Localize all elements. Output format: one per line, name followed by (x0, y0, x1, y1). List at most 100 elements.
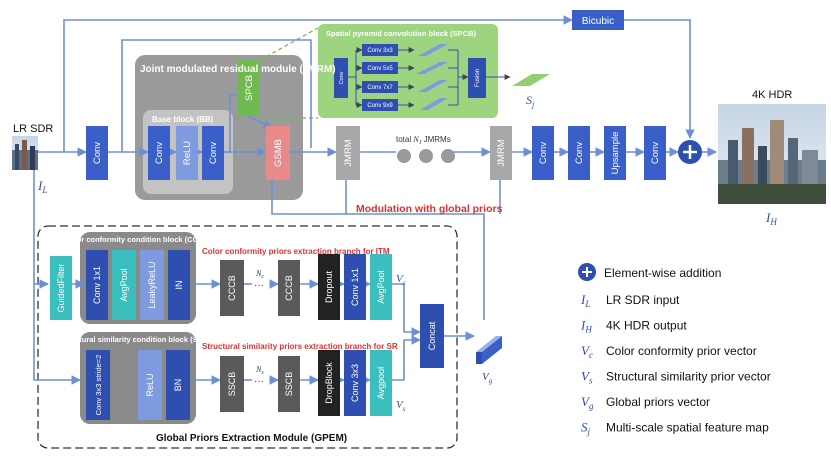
color-avgpool-label: AvgPool (376, 270, 386, 303)
sj-feature-map-icon (512, 74, 550, 86)
legend-symbol: Sj (581, 420, 591, 437)
nc-symbol: Nc (255, 269, 264, 280)
total-jmrms-label: total NJ JMRMs (396, 135, 451, 146)
struct-avgpool-block (370, 350, 392, 416)
legend-text: Color conformity prior vector (606, 344, 757, 358)
jmrm-title-text: Joint modulated residual module (JMRM) (140, 64, 336, 75)
legend-text: 4K HDR output (606, 319, 687, 333)
sscb-label: SSCB (284, 372, 294, 397)
spcb-title: Spatial pyramid convolution block (SPCB) (326, 29, 477, 38)
sj-symbol: Sj (526, 93, 535, 109)
hdr-label: 4K HDR (752, 89, 792, 101)
cccb-ellipsis: ··· (254, 280, 264, 291)
hdr-symbol: IH (765, 210, 777, 227)
legend-symbol: IL (580, 292, 590, 309)
legend-symbol: Vc (581, 343, 593, 360)
cccb-box (80, 232, 196, 324)
color-conv-label: Conv 1x1 (350, 268, 360, 306)
guided-filter-label: GuidedFilter (56, 263, 66, 312)
feature-map-icons (416, 44, 448, 110)
spcb-conv-label: Conv (339, 71, 345, 84)
legend-symbol: Vg (581, 394, 594, 411)
spcb-branch-conv5x5 (362, 62, 398, 74)
legend-text: Multi-scale spatial feature map (606, 421, 769, 435)
cccb-item-label: AvgPool (119, 268, 129, 301)
conv-block-1 (86, 126, 108, 180)
struct-conv-label: Conv 3x3 (350, 364, 360, 402)
vs-symbol: Vs (396, 399, 406, 413)
lr-label: LR SDR (13, 123, 53, 135)
legend-text: Structural similarity prior vector (606, 370, 771, 384)
sscb-item-label: ReLU (145, 373, 155, 396)
guided-filter-block (50, 256, 72, 320)
bb-relu-block (176, 126, 198, 180)
concat-block (420, 304, 444, 368)
conv-label: Conv (650, 142, 661, 164)
sscb-relu (138, 350, 162, 420)
cccb-label: CCCB (227, 275, 237, 301)
jmrm-label: JMRM (496, 139, 507, 167)
cccb-item-label: Conv 1x1 (92, 266, 102, 304)
modulation-label: Modulation with global priors (356, 203, 503, 215)
cccb-repeat-1 (220, 260, 244, 316)
sscb-item-label: BN (173, 379, 183, 392)
spcb-fusion-label: Fusion (475, 69, 481, 87)
bicubic-label: Bicubic (582, 16, 614, 27)
vg-symbol: Vg (482, 371, 493, 385)
cccb-title: Color conformity condition block (CCCB) (65, 235, 212, 244)
vg-vector-icon (476, 336, 502, 364)
concat-label: Concat (427, 321, 437, 350)
upsample-block (604, 126, 626, 180)
element-wise-addition-icon (678, 140, 702, 164)
cccb-label: CCCB (284, 275, 294, 301)
spcb-branch-conv7x7 (362, 81, 398, 93)
spcb-branch-label: Conv 5x5 (367, 66, 393, 72)
conv-label: Conv (538, 142, 549, 164)
conv-block-2 (532, 126, 554, 180)
spcb-branch-label: Conv 7x7 (367, 85, 393, 91)
base-block-label: Base block (BB) (152, 115, 214, 124)
sscb-repeat-1 (220, 356, 244, 412)
gsmb-label: GSMB (273, 139, 284, 167)
connection-lines (33, 15, 717, 385)
ns-symbol: Ns (255, 365, 264, 376)
sscb-title: Structural similarity condition block (S… (60, 335, 216, 344)
dropblock-block (318, 350, 340, 416)
bb-conv-block-2 (202, 126, 224, 180)
color-branch-label: Color conformity priors extraction branc… (202, 247, 390, 256)
ellipsis-dot (397, 149, 411, 163)
jmrm-label: JMRM (343, 139, 354, 167)
legend-add-icon (578, 263, 596, 281)
spcb-fusion-block (468, 58, 486, 98)
spcb-branch-conv9x9 (362, 99, 398, 111)
sscb-repeat-2 (278, 356, 300, 412)
cccb-item-label: IN (174, 281, 184, 290)
sscb-ellipsis: ··· (254, 376, 264, 387)
sscb-label: SSCB (227, 372, 237, 397)
cccb-item-label: LeakyReLU (147, 261, 157, 308)
dropout-label: Dropout (324, 270, 334, 303)
sscb-item-label: Conv 3x3 stride=2 (94, 355, 103, 416)
color-avgpool-block (370, 254, 392, 320)
legend-symbol: Vs (581, 369, 593, 386)
dropout-block (318, 254, 340, 320)
bicubic-block (572, 10, 624, 30)
spcb-block (238, 60, 260, 116)
cccb-repeat-2 (278, 260, 300, 316)
bb-relu-label: ReLU (182, 141, 193, 165)
cccb-in (168, 250, 190, 320)
legend-text: LR SDR input (606, 293, 680, 307)
cccb-conv1x1 (86, 250, 108, 320)
struct-avgpool-label: Avgpool (376, 367, 386, 399)
spcb-conv-block (334, 58, 348, 98)
lr-symbol: IL (37, 178, 47, 195)
spcb-label: SPCB (244, 75, 255, 101)
hdr-image (718, 104, 826, 204)
jmrm-block-2 (490, 126, 512, 180)
color-conv1x1-block (344, 254, 366, 320)
spcb-lines (348, 47, 511, 108)
jmrm-title: Joint modulated residual module (JMRM) (140, 64, 336, 75)
